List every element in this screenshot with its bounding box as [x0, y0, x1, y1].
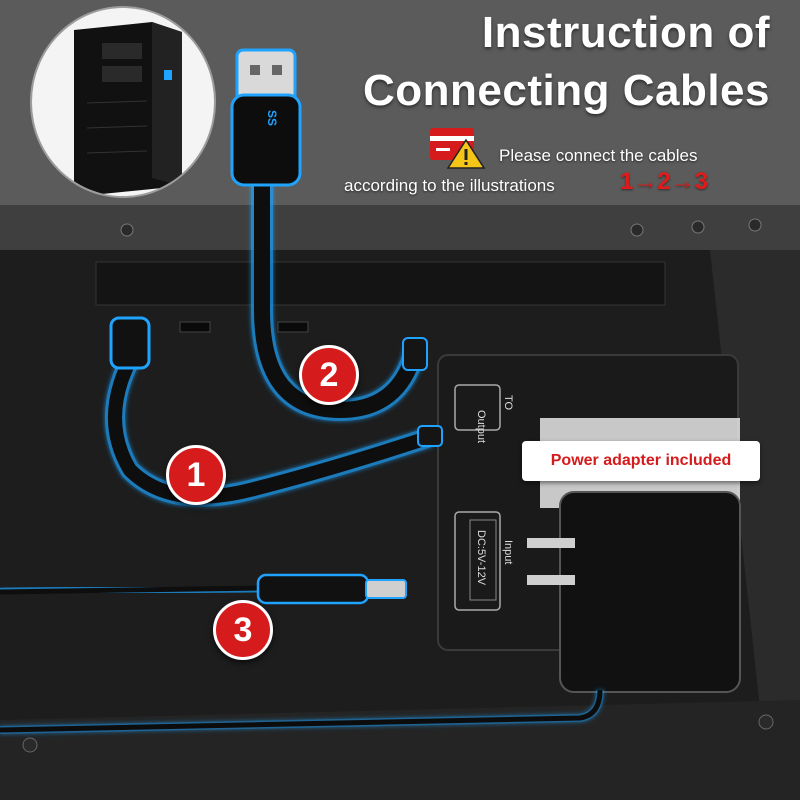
step-badge-1: 1: [166, 445, 226, 505]
title-line-2: Connecting Cables: [363, 66, 770, 115]
step-badge-2: 2: [299, 345, 359, 405]
warning-card-icon: [430, 128, 486, 169]
usb-cable: SS: [230, 48, 428, 422]
pc-case-thumbnail: [32, 8, 214, 196]
usb-ss-logo: SS: [265, 110, 279, 126]
step-badge-3: 3: [213, 600, 273, 660]
instruction-note-line-1: Please connect the cables: [499, 146, 698, 165]
label-input: Input: [502, 540, 514, 564]
label-to: TO: [502, 395, 514, 411]
label-dc-voltage: DC:5V-12V: [475, 530, 487, 586]
label-output: Output: [475, 410, 487, 443]
instruction-note-line-2: according to the illustrations: [344, 176, 555, 195]
dc-cable: [0, 573, 407, 605]
step-order: 1→2→3: [620, 168, 709, 195]
title-line-1: Instruction of: [481, 8, 770, 57]
power-adapter-label: Power adapter included: [522, 441, 760, 481]
power-adapter: [0, 491, 741, 734]
